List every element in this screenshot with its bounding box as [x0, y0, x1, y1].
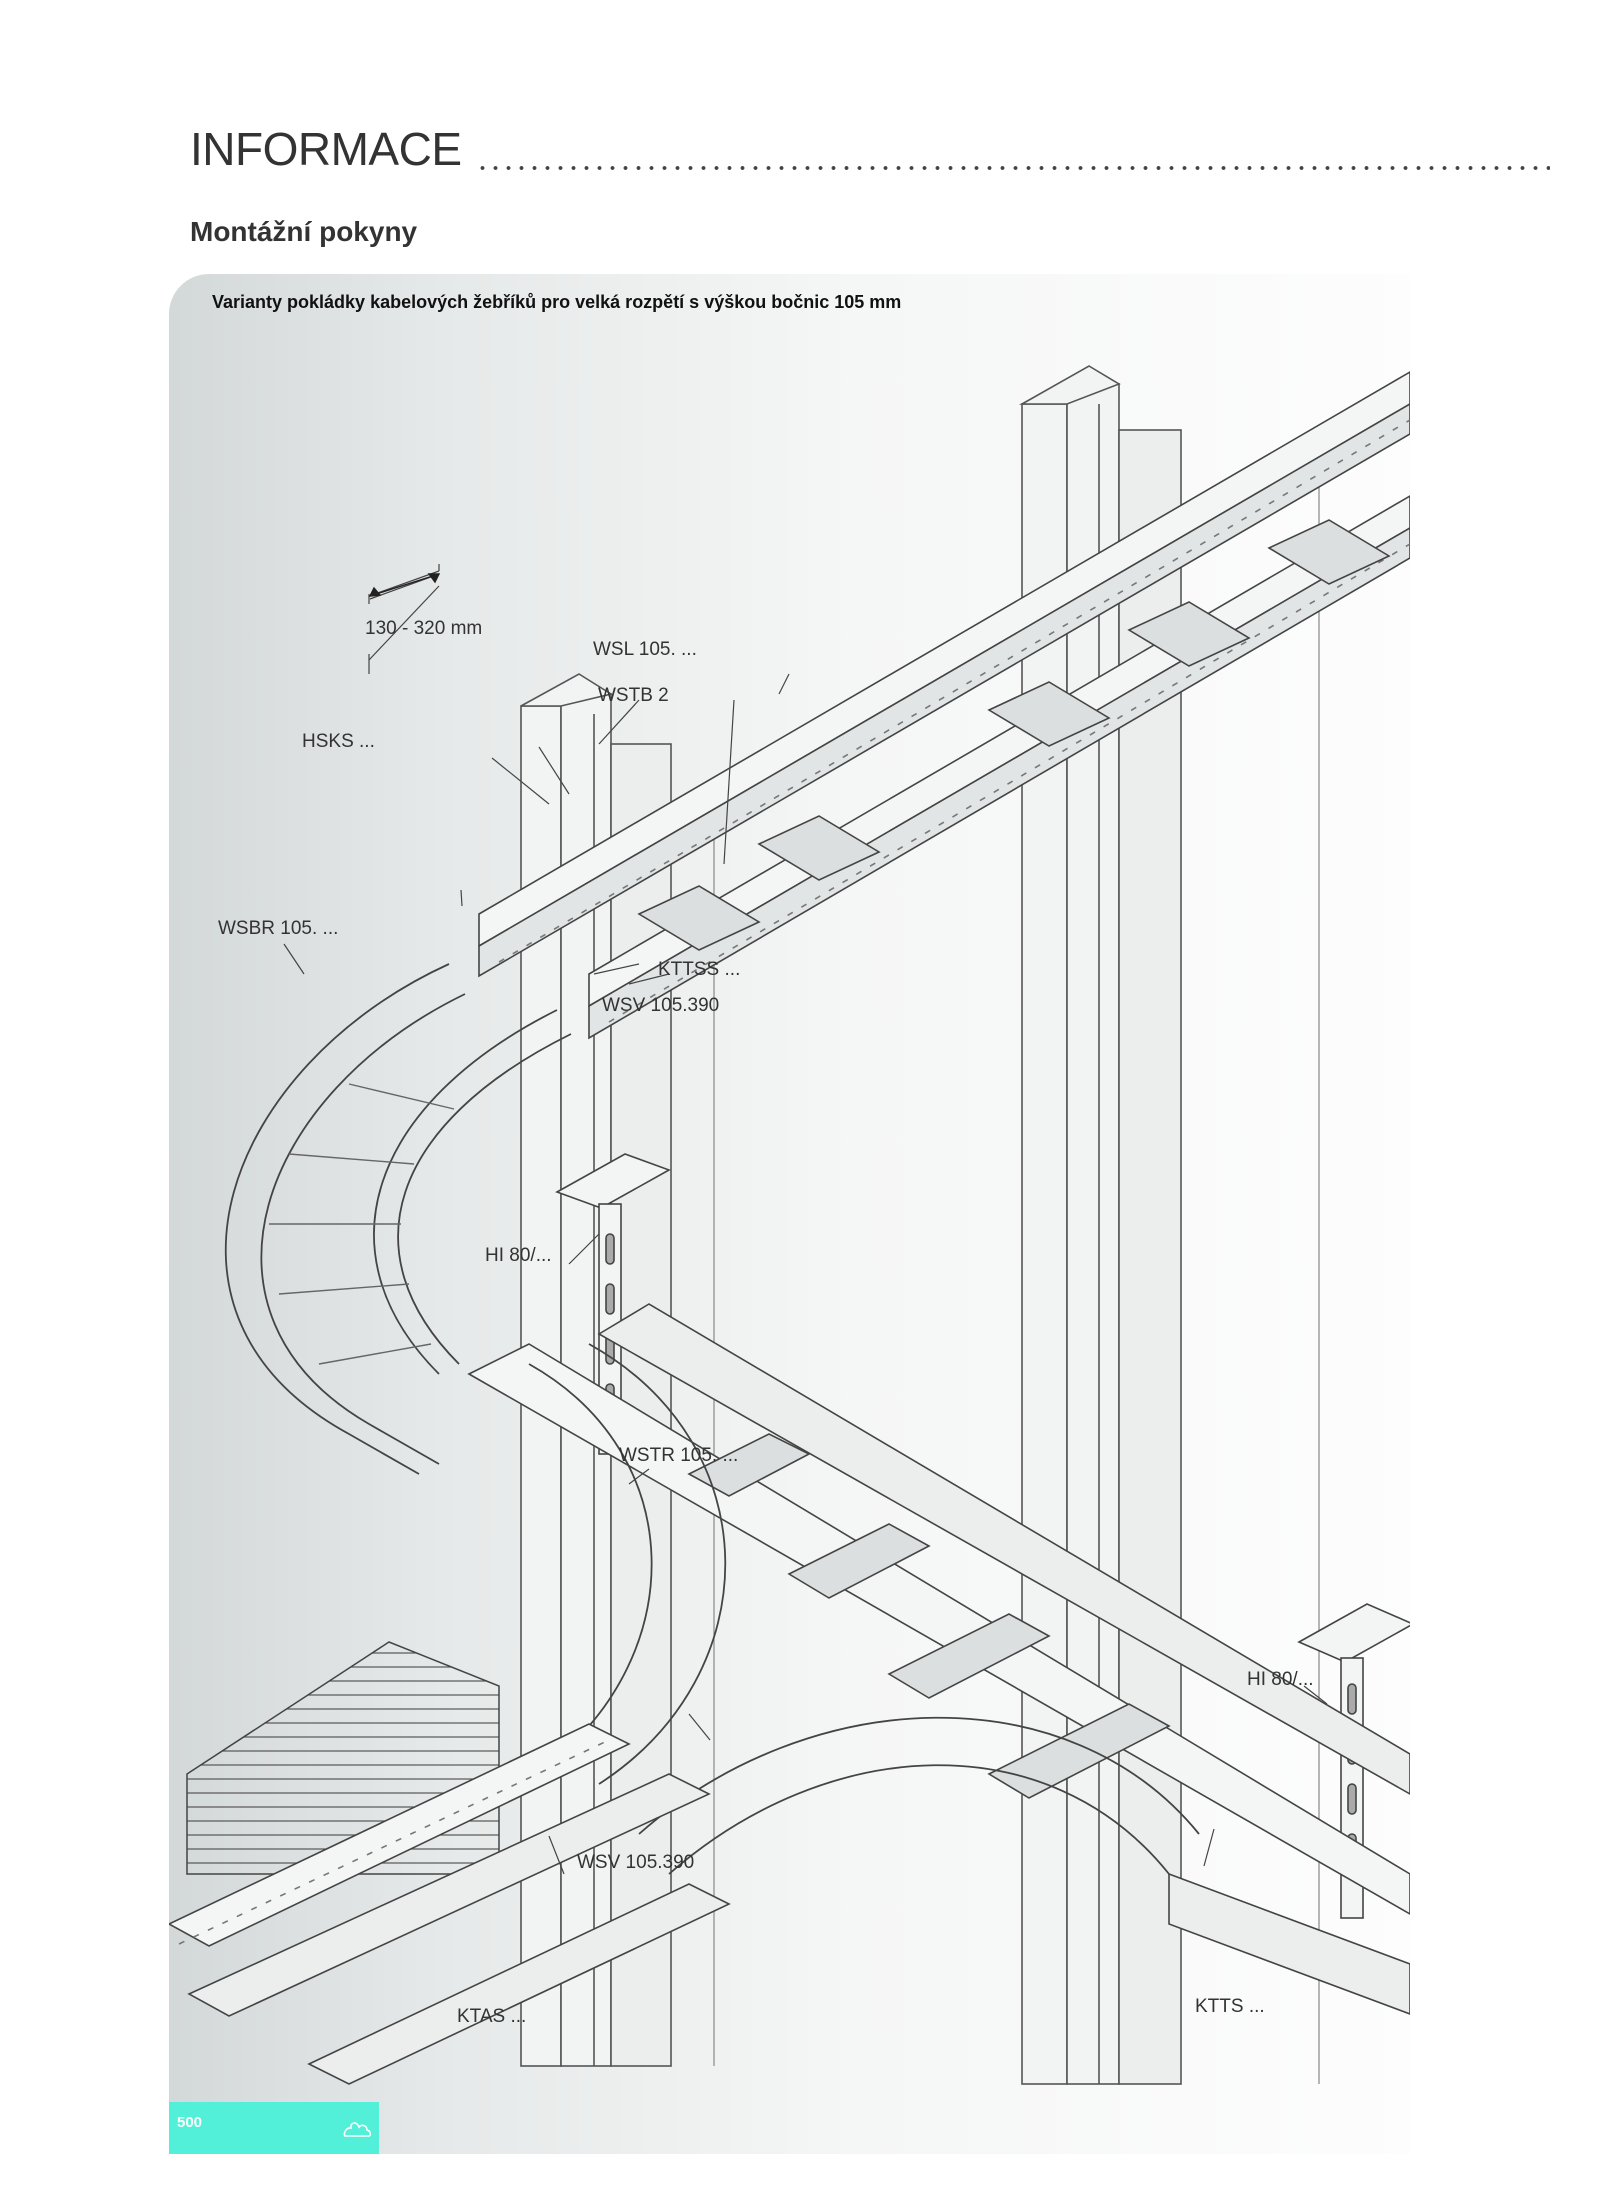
header-dot-leader	[475, 164, 1550, 172]
figure-caption: Varianty pokládky kabelových žebříků pro…	[212, 292, 902, 312]
vertical-bend-ladder	[224, 963, 572, 1475]
label-ktts: KTTS ...	[1195, 1996, 1265, 2017]
steel-column-right	[1018, 365, 1182, 2085]
hatched-wall	[186, 1641, 500, 1875]
label-wsl: WSL 105. ...	[593, 639, 697, 660]
dimension-marker	[368, 573, 441, 597]
installation-drawing: 130 - 320 mm WSL 105. ... WSTB 2 HSKS ..…	[169, 365, 1410, 2085]
figure-panel: Varianty pokládky kabelových žebříků pro…	[169, 274, 1410, 2154]
label-wstb: WSTB 2	[598, 685, 669, 706]
section-title: Montážní pokyny	[190, 216, 418, 247]
label-dimension: 130 - 320 mm	[365, 618, 482, 639]
label-wsbr: WSBR 105. ...	[218, 918, 338, 939]
tee-ladder	[467, 1303, 1410, 1915]
label-kttss: KTTSS ...	[658, 959, 740, 980]
cloud-icon	[343, 2122, 372, 2137]
label-hsks: HSKS ...	[302, 731, 375, 752]
label-wsv-bottom: WSV 105.390	[577, 1852, 694, 1873]
label-wsv-top: WSV 105.390	[602, 995, 719, 1016]
leader-lines	[283, 564, 1328, 1875]
page-number: 500	[177, 2114, 203, 2131]
s-curve-ladder	[528, 1343, 1200, 1875]
upper-cable-ladder	[478, 371, 1410, 1040]
label-wstr: WSTR 105. ...	[619, 1445, 738, 1466]
background-lines	[713, 454, 1320, 2084]
page-header: INFORMACE	[190, 122, 1550, 182]
label-hi-right: HI 80/...	[1247, 1669, 1314, 1690]
lower-cable-ladder	[169, 1723, 1410, 2085]
label-hi-left: HI 80/...	[485, 1245, 552, 1266]
header-title: INFORMACE	[190, 123, 462, 175]
label-ktas: KTAS ...	[457, 2006, 526, 2027]
footer-tab: 500	[169, 2102, 379, 2154]
